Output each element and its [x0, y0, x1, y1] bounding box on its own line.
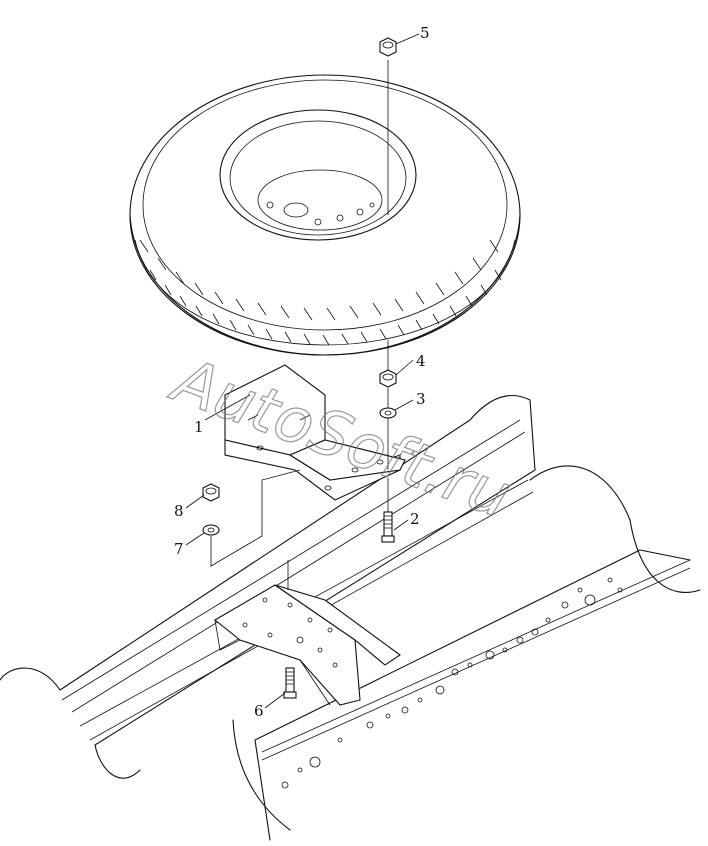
- callout-6: 6: [254, 702, 264, 720]
- nut-4: [379, 369, 397, 388]
- callout-1: 1: [194, 418, 204, 436]
- nut-8: [202, 483, 220, 502]
- wheel-carrier-bracket: [224, 364, 406, 501]
- callout-8: 8: [174, 502, 184, 520]
- callout-2: 2: [410, 510, 420, 528]
- callout-labels: 5 4 3 1 2 8 7 6: [174, 24, 430, 720]
- bolt-2: [381, 478, 395, 543]
- callout-3: 3: [416, 390, 426, 408]
- bolt-6: [283, 667, 297, 699]
- crossmember: [214, 584, 401, 706]
- callout-4: 4: [416, 352, 426, 370]
- callout-5: 5: [420, 24, 430, 42]
- callout-7: 7: [174, 540, 184, 558]
- nut-5: [379, 37, 397, 57]
- washer-7: [202, 524, 220, 536]
- tread-pattern: [139, 239, 502, 346]
- callout-leaders: [185, 33, 420, 709]
- washer-3: [379, 388, 397, 419]
- spare-wheel-tire: [129, 74, 521, 356]
- assembly-path-lines: [210, 469, 301, 590]
- watermark-text: AutoSoft.ru: [161, 342, 520, 532]
